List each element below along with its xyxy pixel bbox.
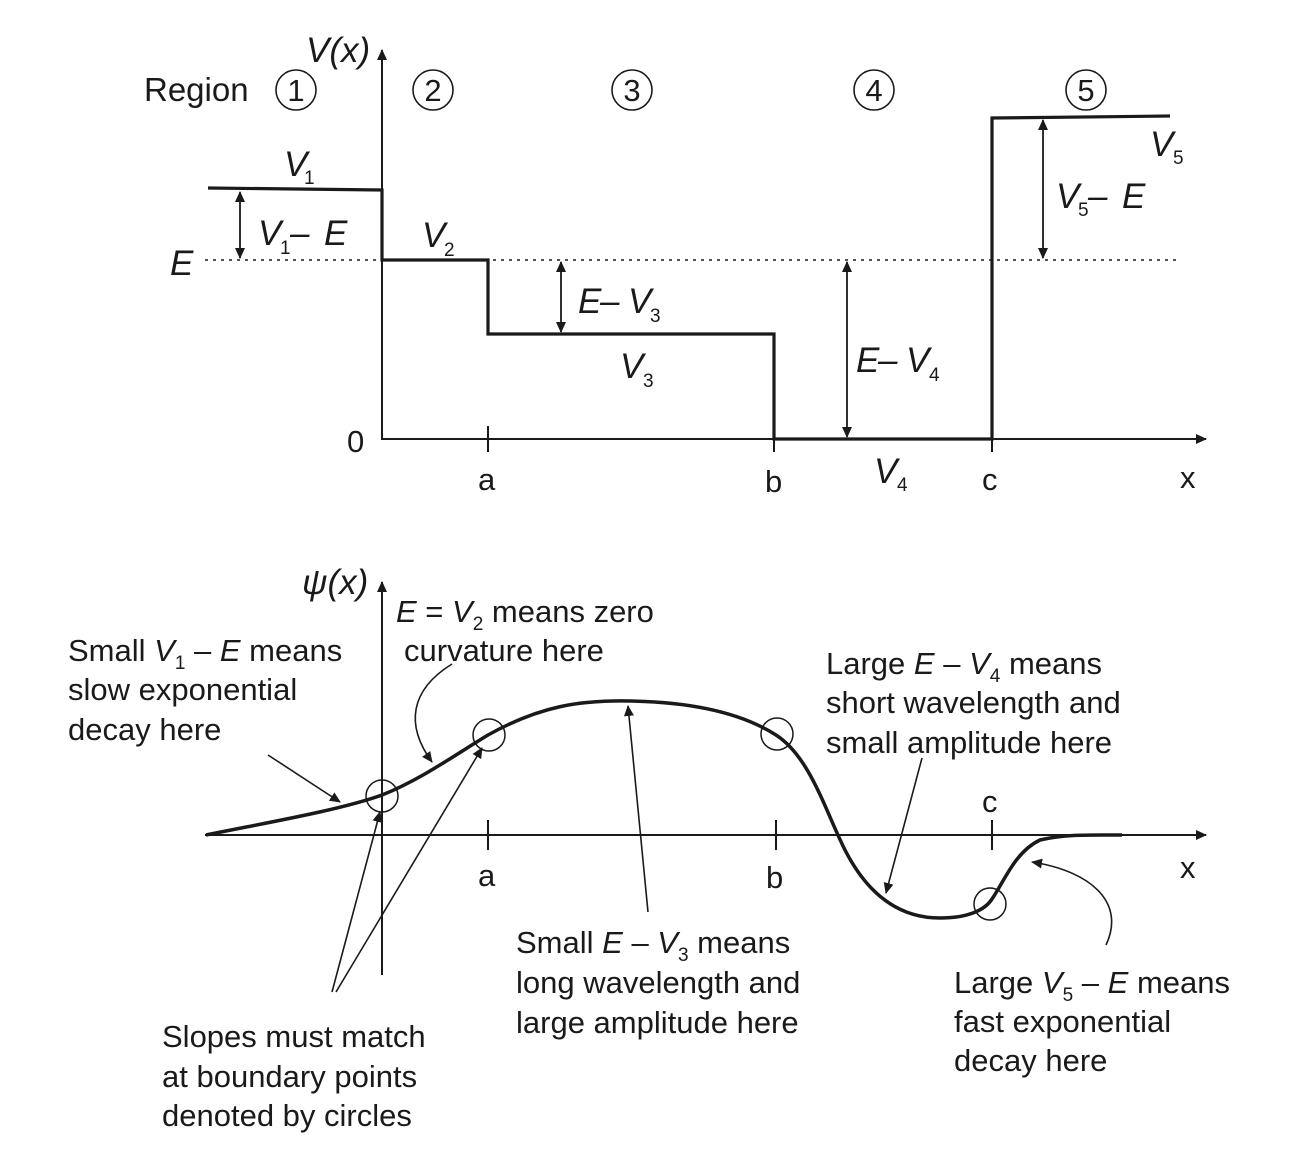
svg-text:slow exponential: slow exponential — [68, 672, 297, 707]
svg-text:Slopes must match: Slopes must match — [162, 1019, 426, 1054]
svg-text:–: – — [599, 282, 620, 321]
svg-text:V: V — [1056, 177, 1083, 216]
boundary-circle-a — [472, 718, 506, 752]
boundary-c-bottom: c — [982, 784, 998, 819]
svg-text:decay here: decay here — [68, 712, 221, 747]
svg-text:4: 4 — [929, 365, 940, 386]
svg-text:5: 5 — [1078, 200, 1089, 221]
svg-text:short wavelength and: short wavelength and — [826, 685, 1121, 720]
svg-text:5: 5 — [1173, 148, 1184, 169]
zero-label: 0 — [347, 424, 364, 459]
svg-text:E: E — [324, 214, 348, 253]
level-v3-label: V 3 — [620, 347, 654, 392]
region-2-marker: 2 — [412, 69, 454, 111]
x-axis-label-top: x — [1180, 460, 1196, 495]
svg-text:large amplitude here: large amplitude here — [516, 1005, 799, 1040]
svg-text:E: E — [1122, 177, 1146, 216]
svg-text:3: 3 — [623, 73, 640, 108]
svg-text:V: V — [620, 347, 647, 386]
svg-text:long wavelength and: long wavelength and — [516, 965, 800, 1000]
x-axis-label-bottom: x — [1180, 850, 1196, 885]
slow-decay-note: Small V1 – E means slow exponential deca… — [68, 633, 342, 747]
region-1-marker: 1 — [275, 69, 317, 111]
region-5-marker: 5 — [1065, 69, 1107, 111]
long-wavelength-pointer — [623, 705, 649, 913]
svg-text:V: V — [1150, 125, 1177, 164]
svg-text:E: E — [578, 282, 602, 321]
long-wavelength-note: Small E – V3 means long wavelength and l… — [516, 925, 800, 1040]
svg-text:1: 1 — [287, 73, 304, 108]
svg-text:Large V5 – E means: Large V5 – E means — [954, 965, 1230, 1006]
slopes-pointer-2 — [335, 747, 483, 993]
wavefunction-plot: ψ(x) x a b c E = V2 means zero curvature… — [68, 563, 1230, 1133]
potential-plot: V(x) x 0 E a b c Region 1 2 3 4 — [144, 31, 1207, 499]
level-v2-label: V 2 — [422, 216, 455, 261]
svg-text:3: 3 — [650, 306, 661, 327]
svg-text:small amplitude here: small amplitude here — [826, 725, 1112, 760]
level-v5-label: V 5 — [1150, 125, 1184, 169]
psi-axis-label: ψ(x) — [302, 563, 368, 602]
region-3-marker: 3 — [611, 69, 653, 111]
slopes-match-note: Slopes must match at boundary points den… — [162, 1019, 426, 1133]
svg-text:denoted by circles: denoted by circles — [162, 1098, 412, 1133]
boundary-b-bottom: b — [766, 860, 783, 895]
short-wavelength-pointer — [883, 757, 923, 894]
level-v1-label: V 1 — [284, 145, 315, 189]
boundary-b-top: b — [765, 464, 782, 499]
gap-e-v4-label: E – V 4 — [856, 341, 940, 386]
gap-v5-e-label: V 5 – E — [1056, 177, 1146, 221]
boundary-circle-b — [760, 717, 794, 751]
region-word: Region — [144, 71, 249, 108]
zero-curvature-note: E = V2 means zero curvature here — [396, 594, 654, 668]
svg-text:at boundary points: at boundary points — [162, 1059, 417, 1094]
svg-text:2: 2 — [424, 73, 441, 108]
fast-decay-pointer — [1031, 858, 1113, 946]
svg-text:4: 4 — [897, 475, 908, 496]
svg-text:1: 1 — [304, 168, 315, 189]
svg-text:V: V — [284, 145, 311, 184]
potential-profile — [207, 114, 1171, 441]
gap-e-v3-label: E – V 3 — [578, 282, 661, 327]
svg-text:5: 5 — [1077, 73, 1094, 108]
svg-text:fast exponential: fast exponential — [954, 1004, 1171, 1039]
wavefunction-curve — [205, 699, 1123, 920]
svg-text:–: – — [1087, 177, 1108, 216]
svg-text:V: V — [628, 282, 655, 321]
svg-text:V: V — [258, 214, 285, 253]
svg-text:Small V1 – E means: Small V1 – E means — [68, 633, 342, 674]
svg-text:Large E – V4 means: Large E – V4 means — [826, 646, 1102, 687]
boundary-a-bottom: a — [478, 858, 496, 893]
svg-text:3: 3 — [643, 371, 654, 392]
fast-decay-note: Large V5 – E means fast exponential deca… — [954, 965, 1230, 1078]
svg-text:V: V — [422, 216, 449, 255]
svg-text:Small E – V3 means: Small E – V3 means — [516, 925, 790, 966]
boundary-circle-c — [973, 887, 1007, 921]
energy-label: E — [170, 244, 194, 283]
svg-text:E: E — [856, 341, 880, 380]
svg-text:V: V — [906, 341, 933, 380]
svg-text:–: – — [877, 341, 898, 380]
slopes-pointer-1 — [331, 811, 383, 993]
svg-text:curvature here: curvature here — [404, 633, 604, 668]
v-axis-label: V(x) — [306, 31, 370, 70]
svg-text:V: V — [874, 452, 901, 491]
gap-v1-e-label: V 1 – E — [258, 214, 348, 259]
svg-text:decay here: decay here — [954, 1043, 1107, 1078]
region-4-marker: 4 — [853, 69, 895, 111]
zero-curvature-pointer — [414, 663, 453, 763]
svg-text:1: 1 — [280, 238, 291, 259]
svg-text:2: 2 — [444, 240, 455, 261]
level-v4-label: V 4 — [874, 452, 908, 496]
boundary-c-top: c — [982, 462, 998, 497]
boundary-a-top: a — [478, 462, 496, 497]
slow-decay-pointer — [267, 754, 341, 803]
svg-text:–: – — [289, 214, 310, 253]
short-wavelength-note: Large E – V4 means short wavelength and … — [826, 646, 1121, 760]
svg-text:E = V2 means zero: E = V2 means zero — [396, 594, 654, 635]
svg-text:4: 4 — [865, 73, 882, 108]
